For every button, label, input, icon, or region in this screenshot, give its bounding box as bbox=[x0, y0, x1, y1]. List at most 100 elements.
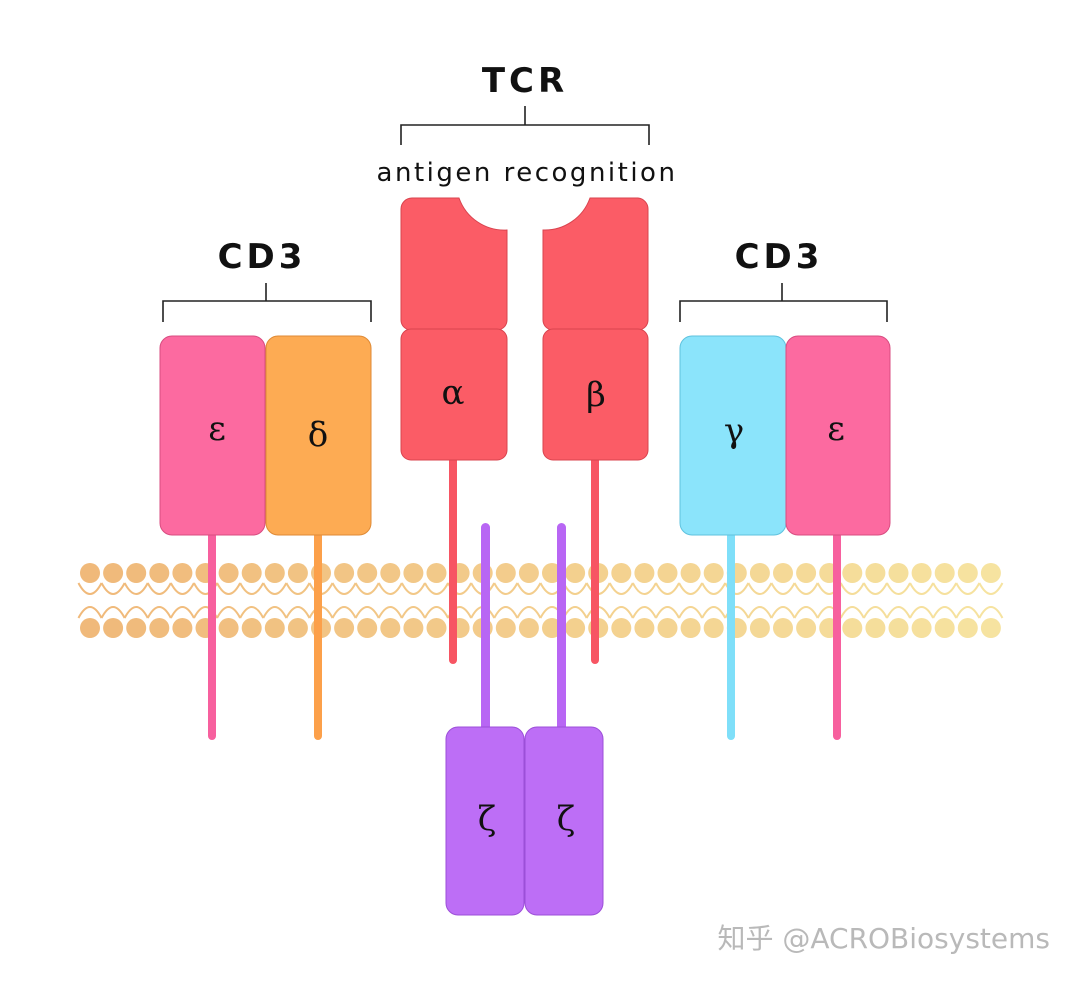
lipid-tail bbox=[285, 582, 311, 619]
lipid-tail bbox=[955, 582, 981, 619]
zeta-left-tail bbox=[481, 523, 490, 733]
lipid-head bbox=[380, 618, 401, 638]
cd3-left-bracket bbox=[162, 283, 372, 322]
lipid-tail bbox=[400, 582, 426, 619]
lipid-tail bbox=[839, 582, 865, 619]
lipid-head bbox=[403, 563, 424, 583]
lipid-head bbox=[565, 618, 586, 638]
lipid-tail bbox=[493, 582, 519, 619]
lipid-head bbox=[934, 563, 955, 583]
lipid-head bbox=[957, 618, 978, 638]
lipid-tail bbox=[978, 582, 1004, 619]
tcr-alpha-label: α bbox=[442, 373, 465, 413]
lipid-head bbox=[911, 563, 932, 583]
lipid-tail bbox=[424, 582, 449, 619]
tcr-alpha-constant-domain bbox=[400, 328, 508, 461]
lipid-head bbox=[773, 563, 793, 583]
lipid-head bbox=[980, 563, 1001, 583]
cd3-epsilon-left-label: ε bbox=[208, 409, 226, 449]
lipid-tail bbox=[146, 582, 172, 619]
lipid-head bbox=[888, 618, 909, 638]
lipid-head bbox=[218, 618, 239, 638]
lipid-tail bbox=[770, 582, 796, 619]
lipid-head bbox=[172, 618, 193, 638]
lipid-head bbox=[703, 618, 724, 638]
lipid-head bbox=[634, 618, 655, 638]
lipid-head bbox=[172, 563, 193, 583]
lipid-tail bbox=[932, 582, 958, 619]
lipid-head bbox=[357, 563, 378, 583]
lipid-head bbox=[680, 618, 701, 638]
lipid-head bbox=[657, 618, 678, 638]
cell-membrane bbox=[77, 563, 1004, 638]
cd3-epsilon-left-domain bbox=[159, 335, 266, 536]
lipid-head bbox=[911, 618, 932, 638]
lipid-tail bbox=[909, 582, 935, 619]
lipid-head bbox=[380, 563, 401, 583]
cd3-right-title: CD3 bbox=[735, 237, 824, 277]
lipid-head bbox=[218, 563, 239, 583]
tcr-beta-label: β bbox=[586, 375, 606, 415]
lipid-head bbox=[126, 563, 147, 583]
zeta-right-domain bbox=[524, 726, 604, 916]
lipid-tail bbox=[100, 582, 126, 619]
lipid-head bbox=[657, 563, 678, 583]
lipid-head bbox=[264, 618, 285, 638]
lipid-tail bbox=[608, 582, 634, 619]
tcr-subtitle: antigen recognition bbox=[377, 158, 678, 188]
lipid-head bbox=[495, 618, 516, 638]
lipid-tail bbox=[862, 582, 888, 619]
lipid-tail bbox=[678, 582, 704, 619]
lipid-head bbox=[611, 563, 632, 583]
lipid-head bbox=[287, 618, 308, 638]
tcr-beta-variable-domain bbox=[542, 197, 649, 331]
lipid-head bbox=[842, 563, 863, 583]
zeta-left-label: ζ bbox=[478, 799, 496, 839]
lipid-head bbox=[287, 563, 308, 583]
tcr-title: TCR bbox=[482, 61, 568, 101]
tcr-beta-constant-domain bbox=[542, 328, 649, 461]
cd3-gamma-tail bbox=[727, 532, 735, 740]
lipid-tail bbox=[77, 582, 103, 619]
lipid-head bbox=[149, 618, 170, 638]
cd3-gamma-label: γ bbox=[724, 411, 744, 451]
lipid-head bbox=[241, 618, 262, 638]
lipid-head bbox=[334, 563, 355, 583]
lipid-head bbox=[842, 618, 863, 638]
lipid-head bbox=[957, 563, 978, 583]
cd3-epsilon-right-domain bbox=[785, 335, 891, 536]
lipid-head bbox=[126, 618, 147, 638]
lipid-tail bbox=[239, 582, 265, 619]
lipid-head bbox=[703, 563, 724, 583]
lipid-head bbox=[865, 618, 886, 638]
lipid-tail bbox=[516, 582, 542, 619]
lipid-tail bbox=[123, 582, 149, 619]
lipid-tail bbox=[169, 582, 195, 619]
cd3-epsilon-right-tail bbox=[833, 532, 841, 740]
lipid-head bbox=[495, 563, 516, 583]
lipid-tail bbox=[331, 582, 357, 619]
lipid-head bbox=[634, 563, 655, 583]
lipid-head bbox=[426, 563, 447, 583]
lipid-head bbox=[80, 563, 100, 583]
lipid-head bbox=[865, 563, 886, 583]
lipid-head bbox=[518, 618, 539, 638]
lipid-head bbox=[611, 618, 632, 638]
zeta-left-domain bbox=[445, 726, 525, 916]
tcr-alpha-tail bbox=[449, 455, 457, 664]
lipid-head bbox=[241, 563, 262, 583]
lipid-tail bbox=[354, 582, 380, 619]
zeta-right-label: ζ bbox=[557, 799, 575, 839]
cd3-delta-tail bbox=[314, 532, 322, 740]
cd3-epsilon-right-label: ε bbox=[827, 409, 845, 449]
lipid-tail bbox=[377, 582, 403, 619]
lipid-head bbox=[773, 618, 793, 638]
lipid-head bbox=[680, 563, 701, 583]
lipid-tail bbox=[701, 582, 727, 619]
cd3-left-title: CD3 bbox=[218, 237, 307, 277]
cd3-delta-domain bbox=[265, 335, 372, 536]
lipid-head bbox=[796, 618, 817, 638]
lipid-head bbox=[149, 563, 170, 583]
lipid-tail bbox=[631, 582, 657, 619]
